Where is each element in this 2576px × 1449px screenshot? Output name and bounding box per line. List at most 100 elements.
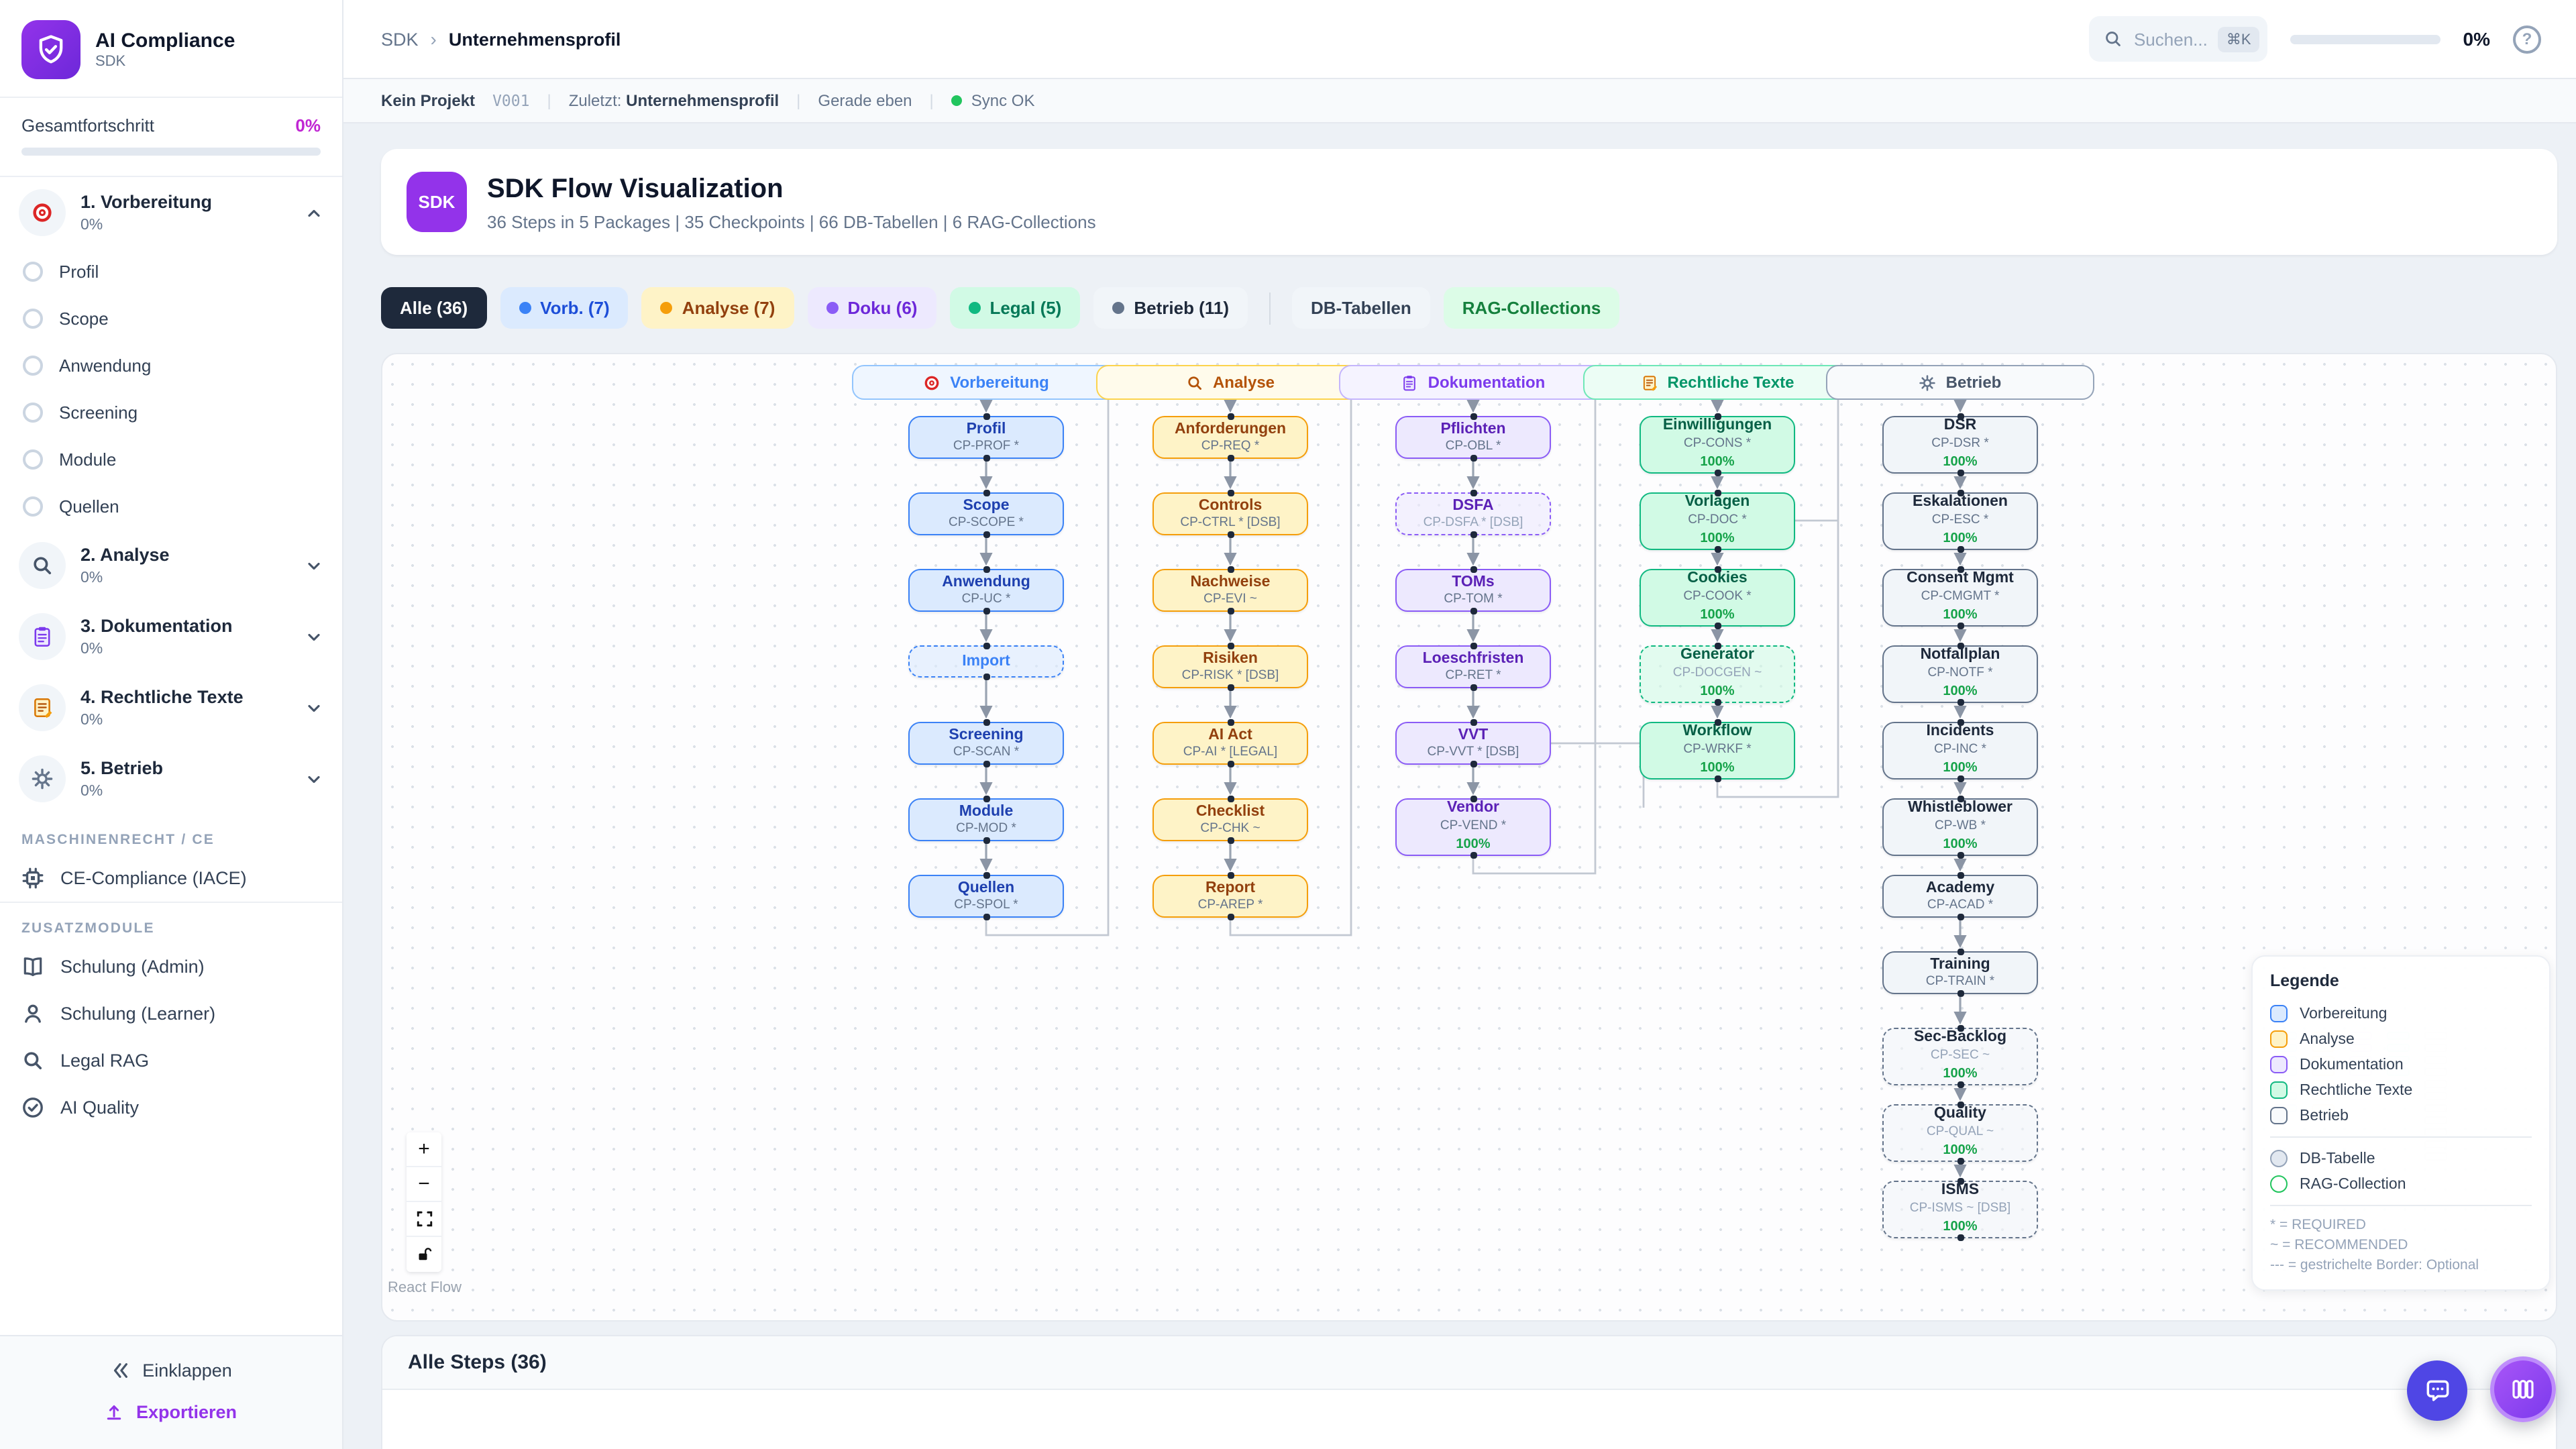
filter-chip-db-tabellen[interactable]: DB-Tabellen — [1292, 287, 1430, 329]
sidebar-item-profil[interactable]: Profil — [0, 248, 342, 295]
node-title: Report — [1205, 879, 1256, 896]
sidebar-item-module[interactable]: Module — [0, 436, 342, 483]
legend-note: * = REQUIRED — [2270, 1216, 2366, 1232]
overall-progress-track — [21, 148, 321, 156]
node-title: Quality — [1934, 1106, 1986, 1122]
collapse-chevrons-icon — [110, 1360, 130, 1381]
help-icon[interactable]: ? — [2513, 25, 2541, 53]
node-title: Incidents — [1926, 723, 1994, 740]
node-title: Loeschfristen — [1422, 650, 1524, 667]
sidebar-item-schulung-learner[interactable]: Schulung (Learner) — [0, 990, 342, 1037]
collapse-sidebar-button[interactable]: Einklappen — [0, 1350, 342, 1391]
node-title: Eskalationen — [1913, 494, 2008, 511]
sidebar-item-legal-rag[interactable]: Legal RAG — [0, 1037, 342, 1084]
node-code: CP-SCAN * — [953, 745, 1020, 760]
search-input[interactable]: Suchen... ⌘K — [2089, 16, 2267, 62]
node-code: CP-CMGMT * — [1921, 588, 2000, 604]
sidebar-item-ce-compliance-iace[interactable]: CE-Compliance (IACE) — [0, 855, 342, 902]
node-title: Einwilligungen — [1662, 417, 1772, 434]
flow-controls: + − — [407, 1132, 441, 1272]
filter-chip-alle-36[interactable]: Alle (36) — [381, 287, 487, 329]
flow-package-header-vorbereitung[interactable]: Vorbereitung — [852, 365, 1120, 400]
zoom-in-button[interactable]: + — [407, 1132, 441, 1167]
zoom-out-button[interactable]: − — [407, 1167, 441, 1202]
filter-chip-vorb-7[interactable]: Vorb. (7) — [500, 287, 629, 329]
breadcrumb-root-link[interactable]: SDK — [381, 29, 419, 49]
sidebar-item-ai-quality[interactable]: AI Quality — [0, 1084, 342, 1131]
chip-dot-icon — [660, 302, 673, 314]
filter-chip-legal-5[interactable]: Legal (5) — [949, 287, 1081, 329]
node-code: CP-ISMS ~ [DSB] — [1909, 1200, 2011, 1216]
legend-swatch-icon — [2270, 1030, 2288, 1048]
lock-open-icon[interactable] — [407, 1237, 441, 1272]
overall-progress-label: Gesamtfortschritt — [21, 115, 154, 136]
sidebar-item-schulung-admin[interactable]: Schulung (Admin) — [0, 943, 342, 990]
filter-chip-rag-collections[interactable]: RAG-Collections — [1443, 287, 1620, 329]
export-button[interactable]: Exportieren — [0, 1391, 342, 1433]
section-label: 3. Dokumentation — [80, 616, 233, 637]
fit-view-icon[interactable] — [407, 1202, 441, 1237]
sidebar-item-scope[interactable]: Scope — [0, 295, 342, 342]
steps-panel-body — [382, 1390, 2556, 1449]
export-label: Exportieren — [136, 1402, 237, 1422]
sidebar-item-screening[interactable]: Screening — [0, 389, 342, 436]
sidebar-item-quellen[interactable]: Quellen — [0, 483, 342, 530]
flow-package-header-dokumentation[interactable]: Dokumentation — [1339, 365, 1607, 400]
breadcrumb: SDK › Unternehmensprofil — [381, 28, 621, 50]
filter-chip-betrieb-11[interactable]: Betrieb (11) — [1093, 287, 1248, 329]
filter-chip-doku-6[interactable]: Doku (6) — [807, 287, 936, 329]
chat-fab-button[interactable] — [2407, 1360, 2467, 1421]
flow-node-import[interactable]: Import — [908, 643, 1064, 680]
flow-package-header-betrieb[interactable]: Betrieb — [1826, 365, 2094, 400]
columns-fab-button[interactable] — [2490, 1356, 2556, 1422]
filter-chip-analyse-7[interactable]: Analyse (7) — [641, 287, 794, 329]
flow-package-header-analyse[interactable]: Analyse — [1096, 365, 1364, 400]
topbar-progress-track — [2290, 34, 2440, 44]
sidebar-item-anwendung[interactable]: Anwendung — [0, 342, 342, 389]
flow-package-header-rechtliche-texte[interactable]: Rechtliche Texte — [1583, 365, 1851, 400]
divider — [2270, 1136, 2532, 1138]
